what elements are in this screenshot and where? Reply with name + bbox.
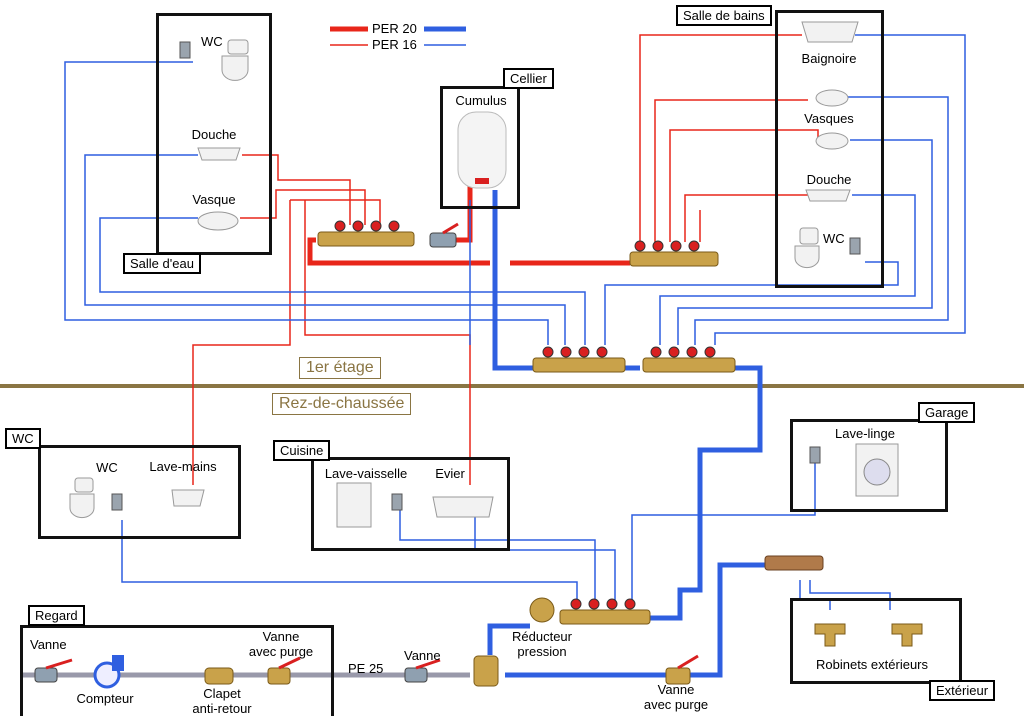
fixture-vasques: Vasques <box>804 111 854 126</box>
fixture-douche-upper: Douche <box>191 127 237 142</box>
room-label-exterieur: Extérieur <box>929 680 996 701</box>
legend-per16-label: PER 16 <box>372 37 417 52</box>
level-ground-label: Rez-de-chaussée <box>272 393 412 415</box>
inline-valves <box>34 222 699 687</box>
salle-bains-box <box>775 10 884 288</box>
fixture-baignoire: Baignoire <box>801 51 857 66</box>
garage-box <box>790 419 948 512</box>
room-label-salle-bains: Salle de bains <box>676 5 772 26</box>
fixture-lave-linge: Lave-linge <box>835 426 895 441</box>
manifold-valves <box>334 220 716 610</box>
component-vanne-2: Vanne <box>404 648 441 663</box>
level-upper-label: 1er étage <box>299 357 381 379</box>
component-clapet: Clapet anti-retour <box>192 686 252 716</box>
salle-eau-box <box>156 13 272 255</box>
manifolds <box>317 231 824 625</box>
component-compteur: Compteur <box>76 691 134 706</box>
component-pe25: PE 25 <box>348 661 384 676</box>
wc-box <box>38 445 241 539</box>
component-reducteur: Réducteur pression <box>512 629 572 659</box>
hot-branch-pipes <box>192 34 819 485</box>
exterieur-box <box>790 598 962 684</box>
room-label-wc: WC <box>5 428 41 449</box>
fixture-wc-upper: WC <box>201 34 223 49</box>
room-label-cuisine: Cuisine <box>273 440 331 461</box>
fixture-evier: Evier <box>435 466 465 481</box>
room-label-cellier: Cellier <box>503 68 554 89</box>
fixture-lave-vaisselle: Lave-vaisselle <box>324 466 408 481</box>
regard-box <box>20 625 334 716</box>
cumulus-tank <box>457 111 507 189</box>
component-vanne-purge-1: Vanne avec purge <box>248 629 314 659</box>
room-label-salle-eau: Salle d'eau <box>123 253 201 274</box>
room-label-regard: Regard <box>28 605 85 626</box>
fixture-shapes <box>69 21 923 647</box>
cuisine-box <box>311 457 510 551</box>
legend-per20-label: PER 20 <box>372 21 417 36</box>
cold-branch-pipes <box>64 34 966 610</box>
fixture-douche-bath: Douche <box>806 172 852 187</box>
fixture-cumulus: Cumulus <box>455 93 507 108</box>
fixture-wc-bath: WC <box>823 231 845 246</box>
water-meter <box>93 655 124 689</box>
angle-valves <box>111 41 861 511</box>
room-label-garage: Garage <box>918 402 976 423</box>
component-vanne-purge-2: Vanne avec purge <box>643 682 709 712</box>
fixture-robinets: Robinets extérieurs <box>816 657 928 672</box>
fixture-wc-ground: WC <box>96 460 118 475</box>
fixture-lave-mains: Lave-mains <box>149 459 217 474</box>
fixture-vasque-upper: Vasque <box>192 192 236 207</box>
cellier-box <box>440 86 520 209</box>
component-vanne-1: Vanne <box>30 637 67 652</box>
